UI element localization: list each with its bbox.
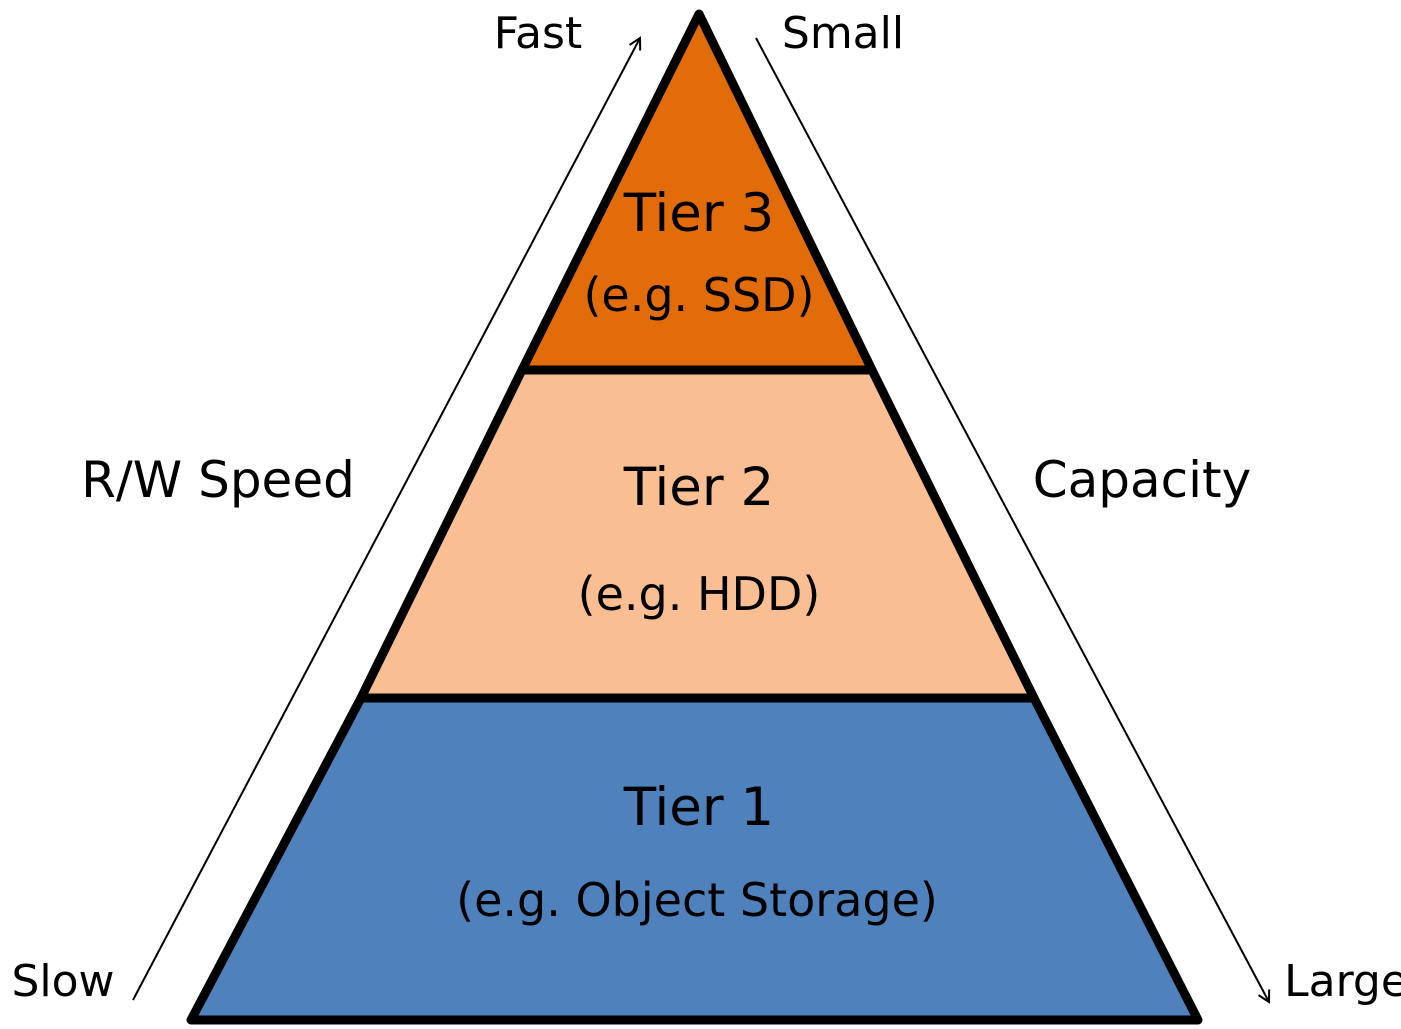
tier-1-example: (e.g. Object Storage): [456, 873, 938, 927]
capacity-top-label: Small: [782, 8, 904, 59]
tier-2-title: Tier 2: [623, 457, 774, 518]
speed-axis-label: R/W Speed: [81, 451, 355, 509]
tier-2-band: [356, 365, 1039, 703]
tier-1-band: [186, 693, 1203, 1025]
capacity-axis-label: Capacity: [1033, 451, 1252, 509]
tier-3-title: Tier 3: [623, 183, 774, 244]
tier-1-title: Tier 1: [623, 777, 774, 838]
tier-3-example: (e.g. SSD): [583, 268, 814, 322]
capacity-bottom-label: Large: [1284, 956, 1401, 1007]
speed-top-label: Fast: [494, 8, 582, 59]
capacity-arrow: [755, 37, 1269, 1002]
speed-arrow: [132, 38, 640, 1001]
speed-bottom-label: Slow: [11, 956, 114, 1007]
tier-2-example: (e.g. HDD): [578, 567, 821, 621]
